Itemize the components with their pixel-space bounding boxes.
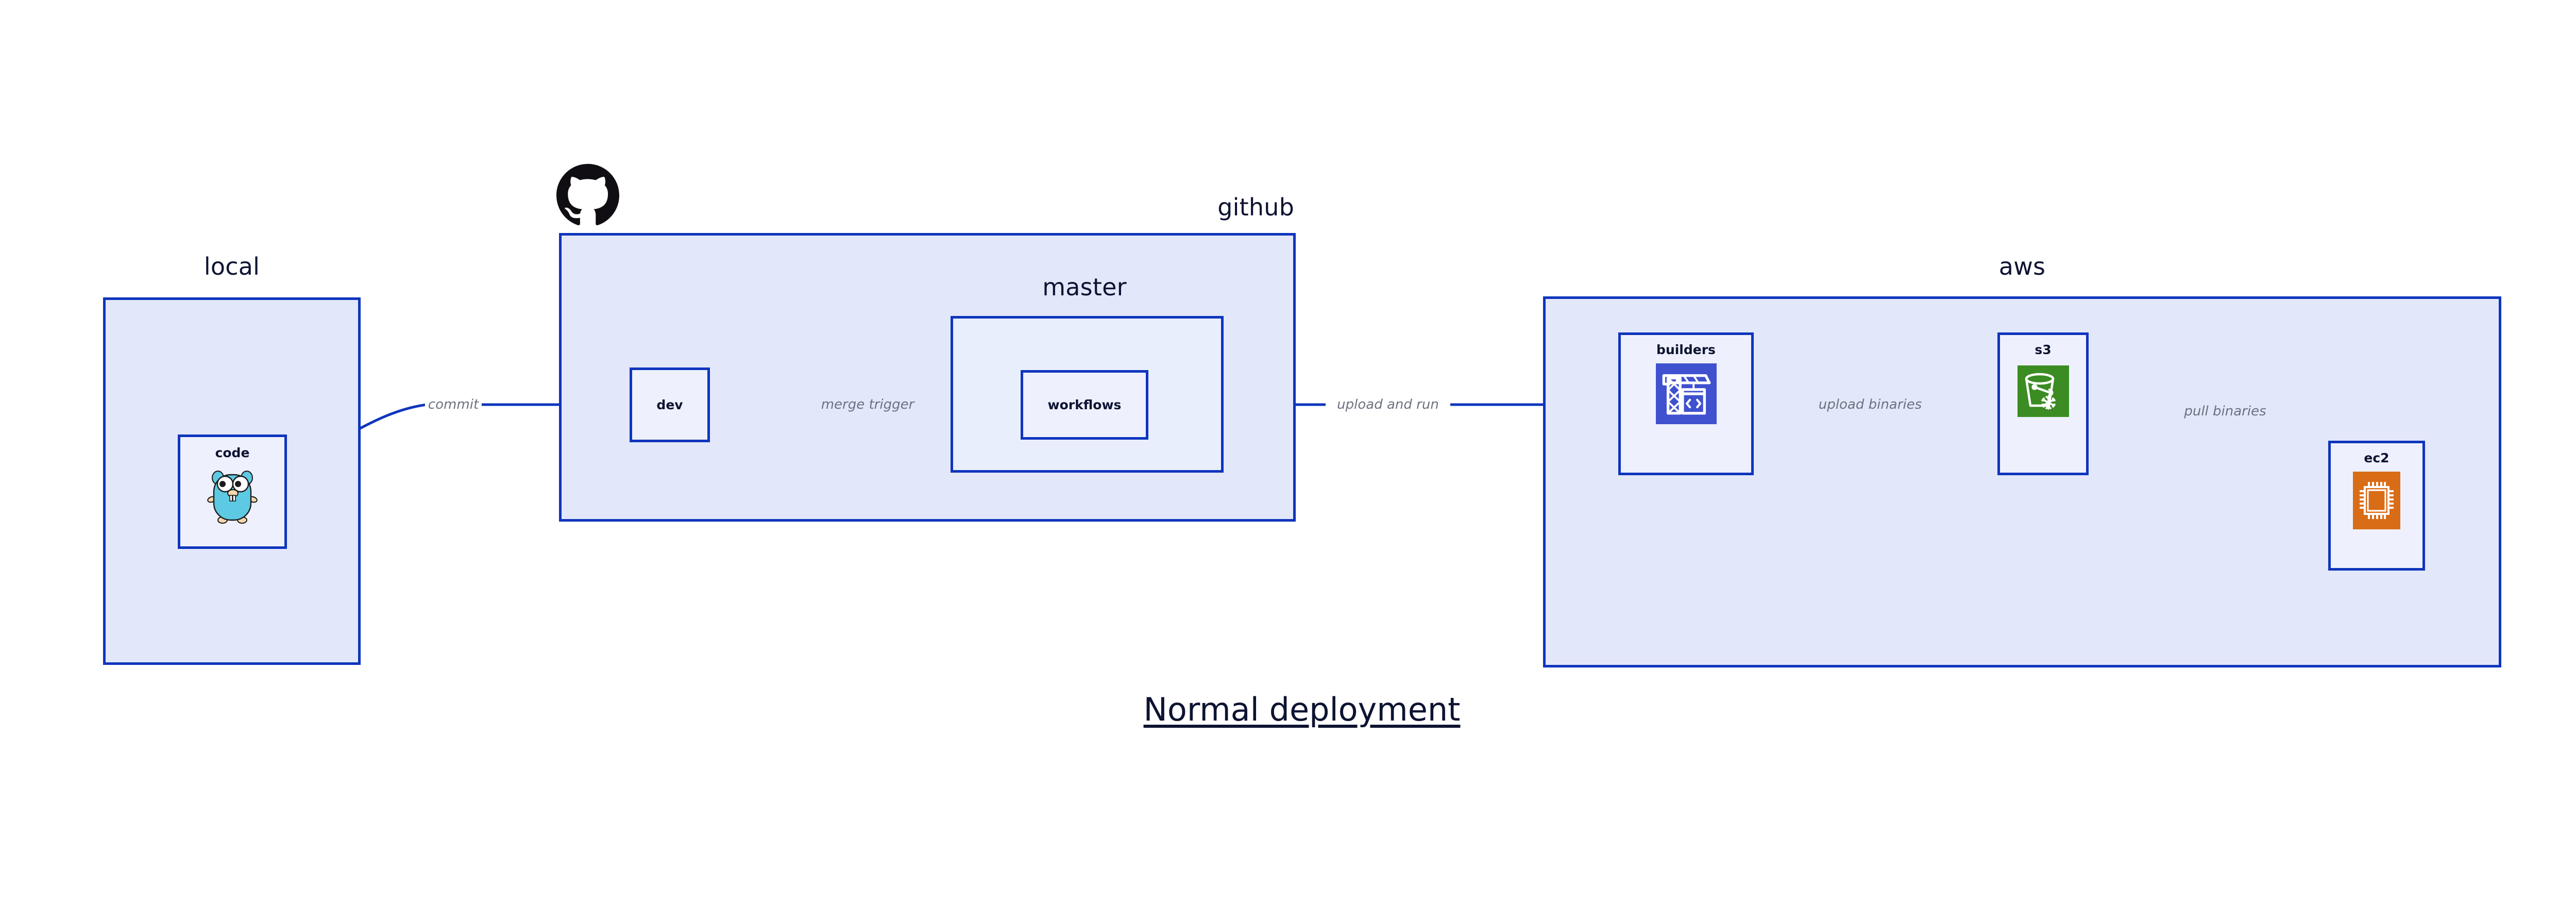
group-label-master: master	[1042, 273, 1127, 301]
edge-label-upload-binaries: upload binaries	[1815, 398, 1925, 411]
group-label-aws: aws	[1998, 253, 2046, 280]
node-ec2[interactable]: ec2	[2328, 441, 2425, 571]
group-label-github: github	[1217, 193, 1294, 221]
aws-ec2-chip-icon	[2353, 472, 2400, 529]
node-code[interactable]: code	[178, 435, 287, 549]
diagram-caption: Normal deployment	[1143, 691, 1461, 728]
node-ec2-label: ec2	[2364, 450, 2389, 465]
edge-label-upload-and-run: upload and run	[1334, 398, 1442, 411]
node-builders-label: builders	[1656, 342, 1716, 357]
aws-builders-crane-icon	[1655, 363, 1717, 424]
go-gopher-icon	[207, 466, 258, 524]
aws-s3-bucket-icon	[2017, 365, 2069, 417]
edge-label-commit: commit	[425, 398, 482, 411]
node-code-label: code	[215, 445, 250, 460]
node-workflows-label: workflows	[1047, 397, 1122, 412]
node-s3[interactable]: s3	[1997, 332, 2089, 475]
node-workflows[interactable]: workflows	[1021, 370, 1148, 440]
group-label-local: local	[204, 253, 260, 280]
node-dev[interactable]: dev	[630, 368, 710, 442]
github-octocat-logo	[556, 164, 619, 229]
edge-label-merge-trigger: merge trigger	[818, 398, 918, 411]
node-s3-label: s3	[2035, 342, 2052, 357]
node-builders[interactable]: builders	[1618, 332, 1754, 475]
edge-label-pull-binaries: pull binaries	[2181, 405, 2269, 418]
node-dev-label: dev	[656, 397, 683, 412]
